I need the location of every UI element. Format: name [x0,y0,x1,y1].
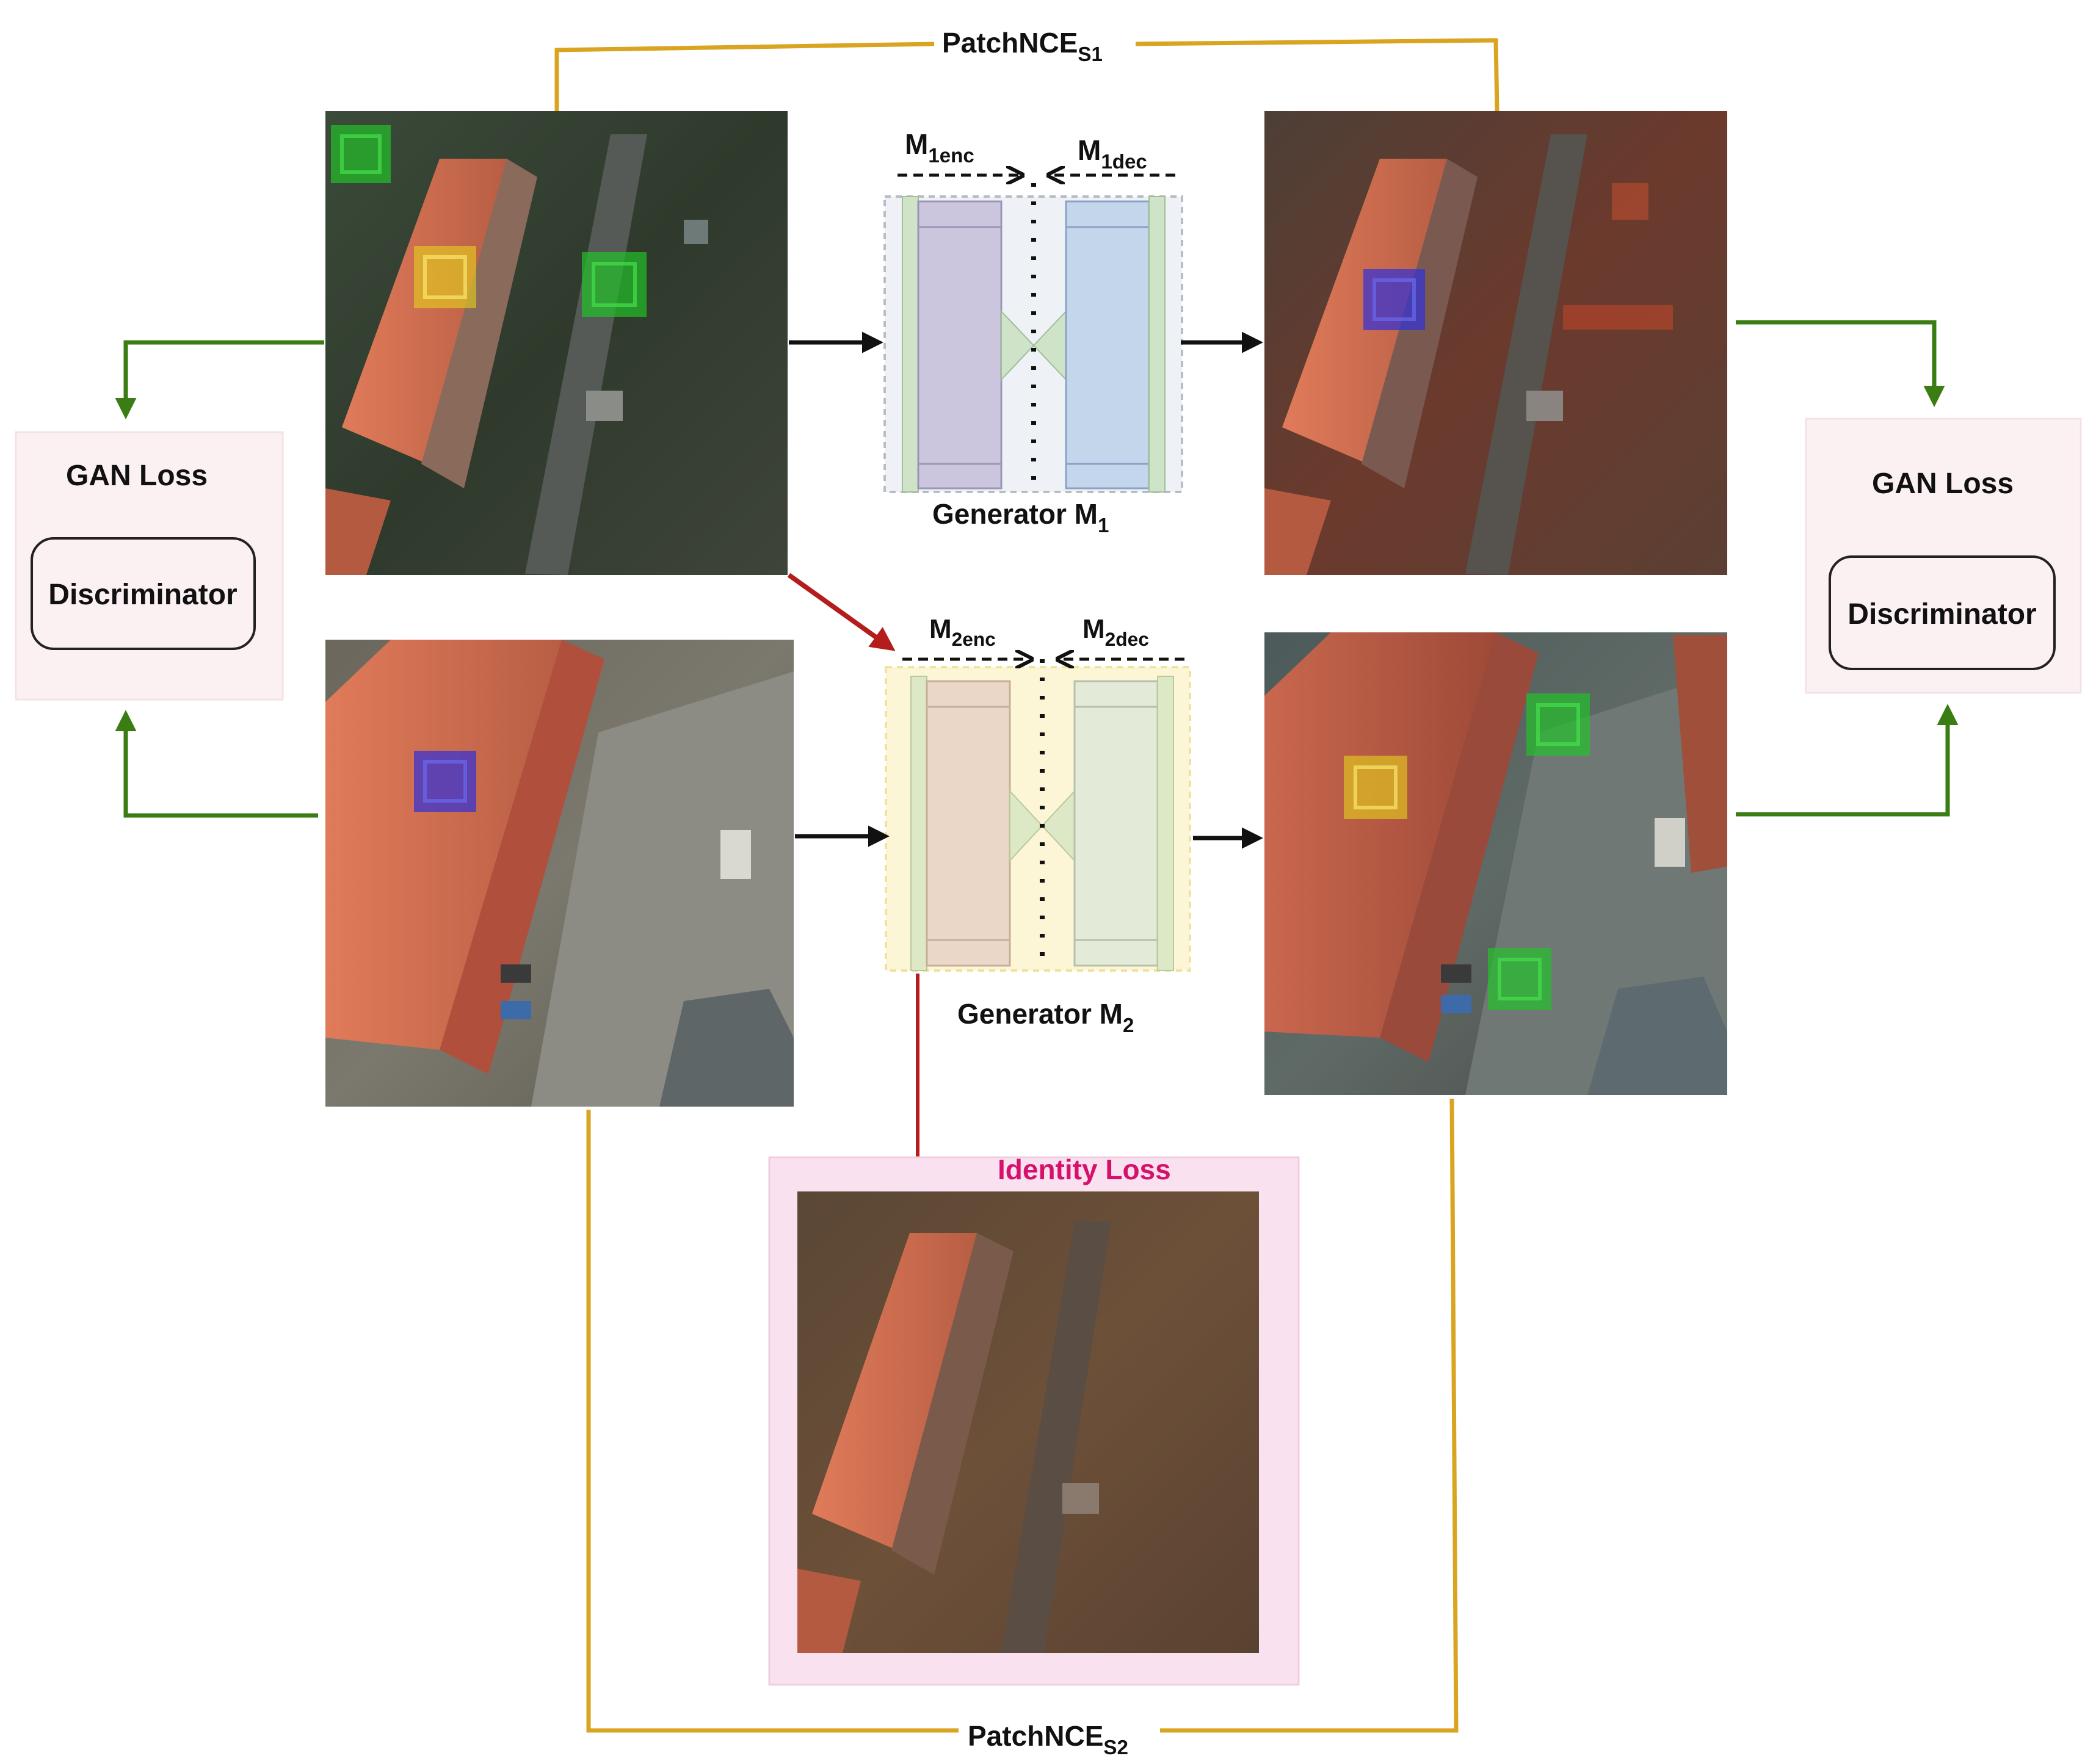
generator-m2-label: Generator M2 [957,998,1134,1037]
m1dec-label: M1dec [1078,134,1147,173]
generator-m1-label: Generator M1 [932,498,1109,537]
m2dec-label: M2dec [1082,614,1149,650]
gan-loss-right: GAN Loss Discriminator [1805,418,2082,694]
patch-green-small-top-left [331,125,391,183]
arrow-img2-to-gan-left [115,710,318,818]
m2enc-label: M2enc [929,614,996,650]
discriminator-right-box [1829,555,2056,670]
identity-loss-block [768,1156,1300,1686]
discriminator-left-label: Discriminator [48,579,237,611]
m1enc-label: M1enc [905,128,974,167]
patch-green-top-left [582,252,647,317]
patch-green-middle-right-lower [1488,948,1551,1010]
patch-yellow-middle-right [1344,756,1407,819]
gan-loss-right-title: GAN Loss [1872,468,2014,500]
patchnce-s2-label: PatchNCES2 [968,1720,1128,1759]
patchnce-s1-line-left [554,42,935,111]
identity-loss-label: Identity Loss [998,1154,1171,1185]
arrow-img1-to-gen2-red [787,573,896,651]
patchnce-s2-line-left [586,1110,959,1733]
arrow-img4-to-gan-right [1736,704,1959,817]
gan-loss-left-title: GAN Loss [66,460,208,492]
translated-image-middle-right [1264,632,1727,1095]
patchnce-s2-line-right [1160,1098,1459,1733]
generator-m2 [885,659,1191,972]
arrow-img3-to-gan-right [1736,320,1945,407]
arrow-img1-to-gan-left [115,340,324,419]
discriminator-left-box [31,537,256,650]
translated-image-top-right [1264,111,1727,575]
patch-green-middle-right-upper [1526,693,1590,756]
source-image-top-left [325,111,788,575]
generator-m1 [883,183,1183,493]
source-image-middle-left [325,640,794,1107]
patchnce-s1-label: PatchNCES1 [942,27,1103,66]
patchnce-s1-line-right [1135,38,1499,112]
discriminator-right-label: Discriminator [1848,598,2036,631]
gan-loss-left: GAN Loss Discriminator [15,431,284,701]
